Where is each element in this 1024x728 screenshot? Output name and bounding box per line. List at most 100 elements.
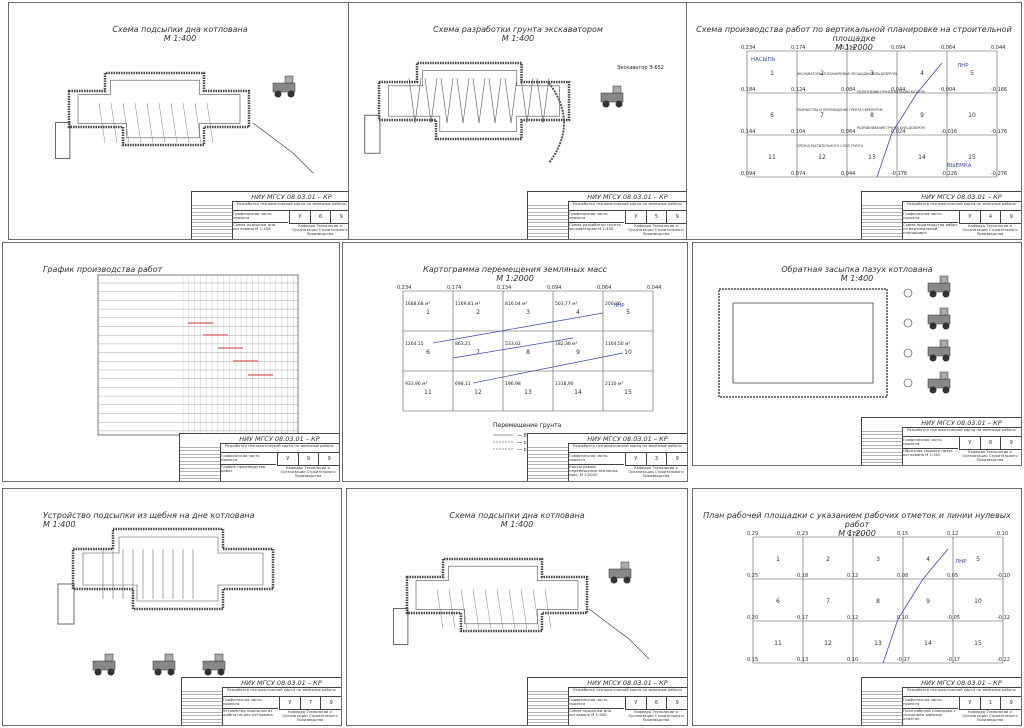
sheet-cell: 9 <box>320 697 341 709</box>
sheet-drawing <box>57 527 275 676</box>
cartogram-volume: 1164,50 м³ <box>605 341 630 347</box>
title-block-org: Кафедра Технологии и Организации Строите… <box>292 224 348 236</box>
sheet-cell: 4 <box>979 211 1001 223</box>
work-note: УПЛОТНЕНИЕ ГРУНТА КАТКАМИ КАТКОМ <box>857 90 925 94</box>
elevation-mark: 0,084 <box>841 87 855 93</box>
sheet-drawing <box>97 274 299 436</box>
cartogram-volume: 1169,81 м³ <box>455 301 480 307</box>
cell-number: 2 <box>820 70 824 77</box>
bulldozer-icon-wheel <box>154 668 162 676</box>
cell-number: 6 <box>776 598 780 605</box>
fill-stroke <box>472 588 480 630</box>
cell-number: 3 <box>526 309 530 316</box>
sheet-cell: 8 <box>979 437 1001 449</box>
excavator-path <box>408 77 422 124</box>
roller-icon-wheel <box>217 668 225 676</box>
title-block-work: Разработка технологической карты на земл… <box>902 202 1021 211</box>
zero-works-line <box>876 62 943 178</box>
cell-number: 15 <box>968 154 976 161</box>
fill-stroke <box>98 102 106 144</box>
fill-zone-label: НАСЫПЬ <box>751 57 776 63</box>
title-block-work: Разработка технологической карты на земл… <box>220 444 339 453</box>
sheet-cell: 9 <box>1000 211 1021 223</box>
cell-number: 3 <box>870 70 874 77</box>
ramp <box>364 114 381 154</box>
cartogram-volume: 816,04 м³ <box>505 301 528 307</box>
elevation-mark: 0,024 <box>891 129 905 135</box>
sheet-title: Схема подсыпки дна котлована М 1:400 <box>449 511 585 530</box>
cell-number: 11 <box>774 640 782 647</box>
cell-number: 15 <box>624 389 632 396</box>
excavator-icon-wheel <box>615 100 623 108</box>
bulldozer-icon-wheel <box>274 90 282 98</box>
roller-icon-wheel <box>204 668 212 676</box>
bulldozer-icon-cab <box>620 561 630 570</box>
elevation-mark: 0,064 <box>941 45 955 51</box>
elevation-mark: 0,18 <box>797 573 808 579</box>
elevation-mark: 0,20 <box>747 615 758 621</box>
title-block-code: НИУ МГСУ 08.03.01 – КР <box>220 435 339 444</box>
elevation-mark: 0,044 <box>991 45 1005 51</box>
zero-works-line <box>882 548 949 664</box>
title-block-drawing-name: Обратная засыпка пазух котлована М 1:400 <box>903 448 958 457</box>
excavator-path <box>504 77 518 124</box>
sheet-cell: 3 <box>645 453 667 465</box>
cell-number: 13 <box>524 389 532 396</box>
elevation-mark: 0,12 <box>847 615 858 621</box>
elevation-mark: 0,12 <box>947 531 958 537</box>
sheet-drawing <box>718 275 951 398</box>
cell-number: 4 <box>926 556 930 563</box>
elevation-mark: 0,064 <box>841 129 855 135</box>
fill-stroke <box>206 102 214 144</box>
title-block-code: НИУ МГСУ 08.03.01 – КР <box>222 679 341 688</box>
title-block-org: Кафедра Технологии и Организации Строите… <box>282 710 338 722</box>
bulldozer-icon-wheel <box>610 576 618 584</box>
sheet-cell: 9 <box>666 697 687 709</box>
cut-zone-label: ВЫЕМКА <box>947 163 972 169</box>
excavator-path <box>472 77 486 124</box>
elevation-mark: 0,174 <box>447 285 461 291</box>
elevation-mark: 0,08 <box>897 573 908 579</box>
elevation-mark: 0,094 <box>741 171 755 177</box>
title-block-part: Графическая часть проекта <box>903 437 942 446</box>
title-block-drawing-name: Картограмма перемещения земляных масс М … <box>569 464 624 477</box>
sheet-cell: У <box>279 697 300 709</box>
cell-number: 2 <box>826 556 830 563</box>
cell-number: 12 <box>824 640 832 647</box>
drawing-sheet-9: План рабочей площадки с указанием рабочи… <box>692 488 1022 726</box>
zero-line-label: ЛНР <box>957 63 969 69</box>
cell-number: 5 <box>970 70 974 77</box>
elevation-mark: 0,094 <box>547 285 561 291</box>
pit-inner <box>82 536 264 602</box>
cell-number: 7 <box>820 112 824 119</box>
elevation-mark: -0,166 <box>991 87 1007 93</box>
title-block-drawing-name: Схема подсыпки дна котлована М 1:400 <box>569 708 624 717</box>
cartogram-volume: 2110 м³ <box>605 381 623 387</box>
work-note: РАЗРАВНИВАНИЕ ГРУНТА БУЛЬДОЗЕРОМ <box>857 126 925 130</box>
bulldozer-icon-wheel <box>167 668 175 676</box>
sheet-drawing <box>55 71 314 174</box>
section-slope <box>588 608 650 660</box>
excavator-icon-cab <box>612 85 622 94</box>
elevation-mark: -0,22 <box>997 657 1010 663</box>
title-block-work: Разработка технологической карты на земл… <box>568 688 687 697</box>
title-block-org: Кафедра Технологии и Организации Строите… <box>628 466 684 478</box>
title-block-work: Разработка технологической карты на земл… <box>902 688 1021 697</box>
pit-outline <box>405 557 589 633</box>
sheet-cell: 6 <box>309 211 331 223</box>
sheet-cell: У <box>625 453 646 465</box>
elevation-mark: 0,29 <box>747 531 758 537</box>
elevation-mark: 0,044 <box>891 87 905 93</box>
elevation-mark: 0,134 <box>497 285 511 291</box>
sheet-cell: 9 <box>1000 697 1021 709</box>
elevation-mark: 0,25 <box>747 573 758 579</box>
sheet-cell: 9 <box>666 211 687 223</box>
fill-stroke <box>484 588 492 630</box>
title-block-grid <box>182 688 223 725</box>
title-block-grid <box>862 688 903 725</box>
